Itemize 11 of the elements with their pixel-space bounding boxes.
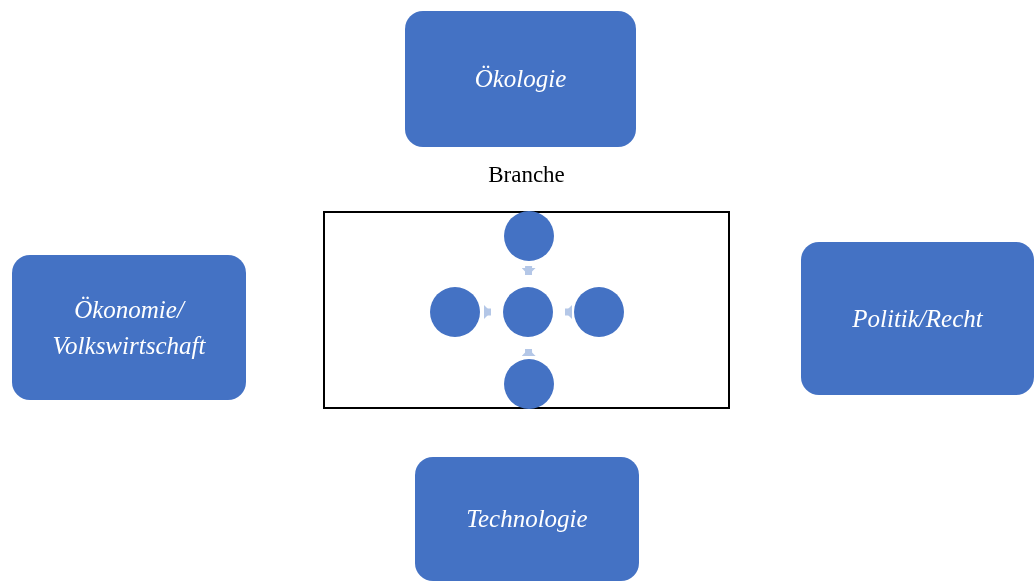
rounded-box (12, 255, 246, 400)
box-label: Ökologie (474, 64, 567, 94)
rounded-box (415, 457, 639, 581)
box-label: Politik/Recht (852, 303, 983, 334)
rounded-box (405, 11, 636, 147)
box-label: Technologie (466, 504, 588, 534)
block-arrow (521, 348, 536, 357)
frame-heading: Branche (487, 161, 566, 189)
block-arrow (521, 265, 536, 276)
rounded-box (801, 242, 1034, 395)
box-label: Ökonomie/ Volkswirtschaft (51, 294, 207, 361)
